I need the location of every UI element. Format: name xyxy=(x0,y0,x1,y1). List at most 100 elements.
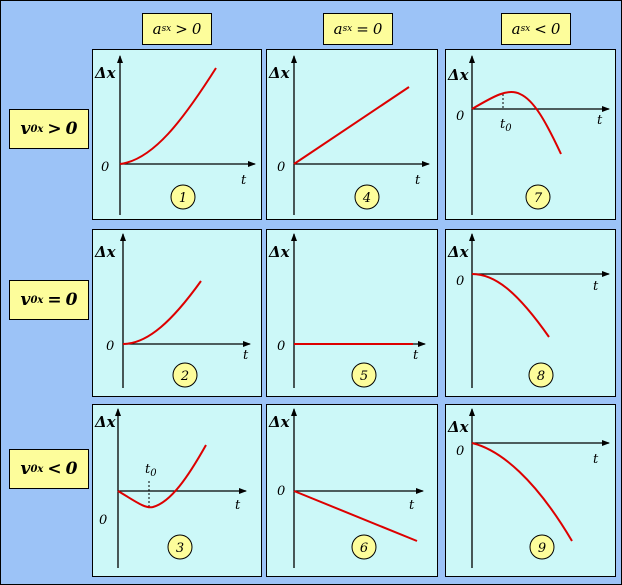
panel-number: 2 xyxy=(180,369,189,384)
panel-number: 3 xyxy=(176,541,184,556)
panel-number: 9 xyxy=(538,541,546,556)
header-symbol: a xyxy=(333,20,343,38)
header-symbol: v xyxy=(20,290,31,310)
x-axis-label: t xyxy=(415,173,421,188)
panel-number: 7 xyxy=(534,191,543,206)
panel-number-badge: 7 xyxy=(525,184,551,210)
panel-number-badge: 4 xyxy=(354,184,380,210)
x-axis-label: t xyxy=(241,173,247,188)
graph-svg: Δx t 0 5 xyxy=(268,233,426,388)
displacement-curve xyxy=(471,273,550,338)
panel-number: 4 xyxy=(362,191,371,206)
panel-number: 8 xyxy=(537,369,545,384)
x-axis-label: t xyxy=(593,279,599,294)
graph-svg: Δx t 0 9 xyxy=(447,408,610,568)
graph-panel-6: Δx t 0 6 xyxy=(266,404,438,577)
y-axis-label: Δx xyxy=(268,64,291,82)
y-axis-label: Δx xyxy=(94,413,117,431)
graph-panel-1: Δx t 0 1 xyxy=(92,49,262,220)
displacement-curve xyxy=(293,490,418,542)
t0-label: t0 xyxy=(145,462,157,479)
graph-panel-5: Δx t 0 5 xyxy=(266,229,438,397)
header-symbol: a xyxy=(511,20,521,38)
origin-label: 0 xyxy=(101,160,109,175)
x-axis-label: t xyxy=(235,498,241,513)
graph-svg: Δx t 0 4 xyxy=(268,55,430,215)
header-symbol: a xyxy=(152,20,162,38)
header-operator: < xyxy=(47,459,62,479)
origin-label: 0 xyxy=(106,339,114,354)
y-axis-label: Δx xyxy=(268,243,291,261)
header-value: 0 xyxy=(65,459,78,479)
x-axis-label: t xyxy=(593,452,599,467)
panel-number: 6 xyxy=(360,541,368,556)
panel-number: 1 xyxy=(179,191,187,206)
panel-number-badge: 3 xyxy=(167,534,193,560)
y-axis-label: Δx xyxy=(268,413,291,431)
x-axis-label: t xyxy=(409,498,415,513)
x-axis-label: t xyxy=(597,113,603,128)
origin-label: 0 xyxy=(456,274,464,289)
displacement-curve xyxy=(293,86,410,165)
graph-panel-4: Δx t 0 4 xyxy=(266,49,438,220)
origin-label: 0 xyxy=(456,444,464,459)
header-operator: > xyxy=(47,119,62,139)
header-value: 0 xyxy=(65,119,78,139)
graph-svg: Δx t 0 6 xyxy=(268,408,424,568)
displacement-curve xyxy=(471,90,562,155)
panel-number-badge: 9 xyxy=(529,534,555,560)
x-axis-label: t xyxy=(413,348,419,363)
y-axis-label: Δx xyxy=(447,66,470,84)
header-subscript: sx xyxy=(520,24,531,34)
header-operator: = xyxy=(47,290,62,310)
header-subscript: 0x xyxy=(30,463,44,475)
origin-label: 0 xyxy=(456,109,464,124)
header-subscript: sx xyxy=(161,24,172,34)
origin-label: 0 xyxy=(277,339,285,354)
header-symbol: v xyxy=(20,119,31,139)
origin-label: 0 xyxy=(99,513,107,528)
panel-number-badge: 2 xyxy=(172,362,198,388)
y-axis-label: Δx xyxy=(94,64,117,82)
panel-number-badge: 8 xyxy=(528,362,554,388)
header-value: 0 xyxy=(550,20,561,38)
displacement-curve xyxy=(122,280,202,345)
header-symbol: v xyxy=(20,459,31,479)
header-value: 0 xyxy=(191,20,202,38)
graph-svg: Δx t 0 1 xyxy=(94,55,256,215)
header-operator: = xyxy=(356,20,369,38)
header-subscript: 0x xyxy=(30,294,44,306)
y-axis-label: Δx xyxy=(94,243,117,261)
y-axis-label: Δx xyxy=(447,243,470,261)
y-axis-label: Δx xyxy=(447,418,470,436)
origin-label: 0 xyxy=(277,484,285,499)
t0-label: t0 xyxy=(500,117,512,134)
origin-label: 0 xyxy=(277,160,285,175)
graph-panel-8: Δx t 0 8 xyxy=(445,229,616,397)
panel-number: 5 xyxy=(360,369,368,384)
header-operator: > xyxy=(175,20,188,38)
displacement-curve xyxy=(471,442,573,542)
panel-number-badge: 1 xyxy=(170,184,196,210)
graph-panel-9: Δx t 0 9 xyxy=(445,404,616,577)
graph-svg: Δx t 0 8 xyxy=(447,233,610,388)
header-subscript: sx xyxy=(342,24,353,34)
displacement-curve xyxy=(117,444,207,509)
header-subscript: 0x xyxy=(30,123,44,135)
displacement-curve xyxy=(119,67,217,165)
header-value: 0 xyxy=(65,290,78,310)
panel-number-badge: 5 xyxy=(351,362,377,388)
